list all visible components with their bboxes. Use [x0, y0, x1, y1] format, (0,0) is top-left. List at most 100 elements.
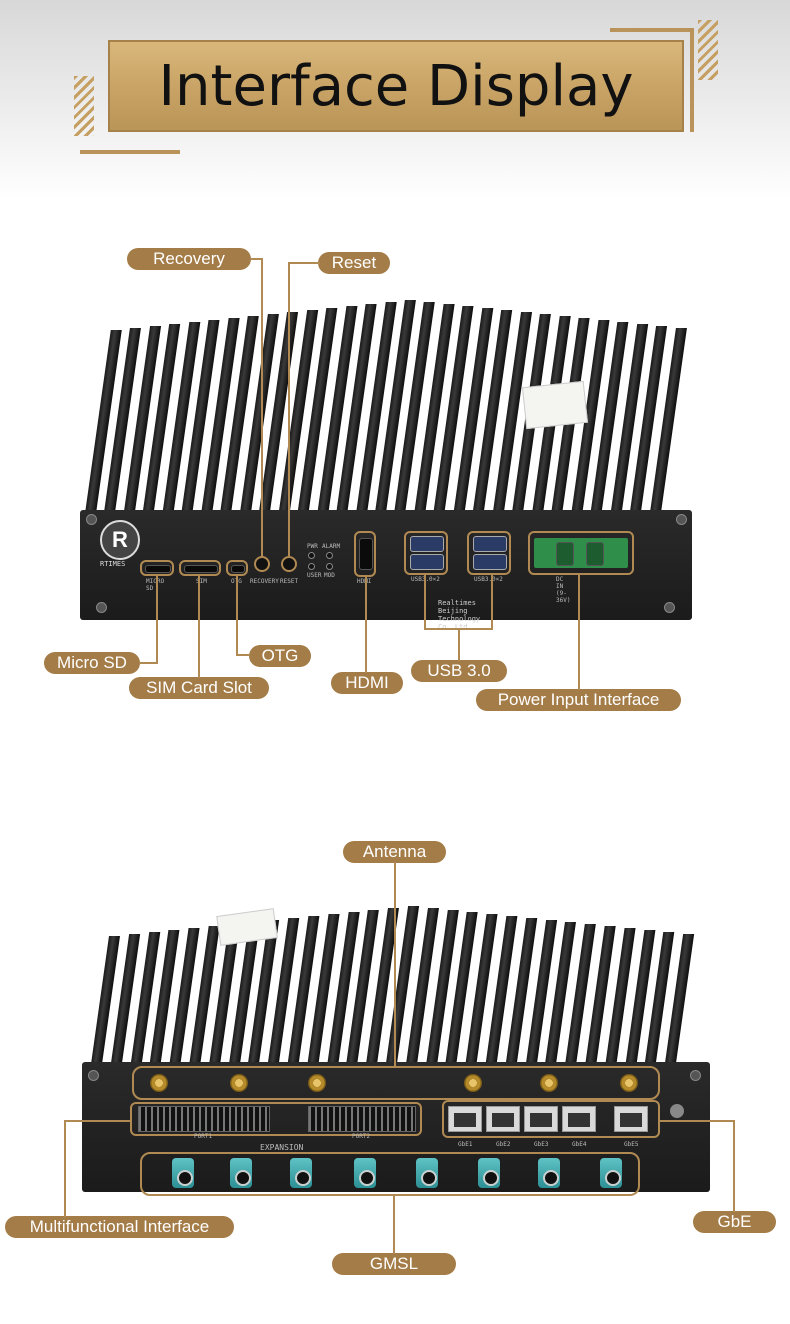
connector-line: [261, 258, 263, 558]
screw: [664, 602, 675, 613]
header-decoration-left: [74, 76, 94, 136]
usb-port: [473, 536, 507, 552]
power-terminal-socket: [556, 542, 574, 566]
connector-line: [491, 575, 493, 630]
led-indicator: [326, 552, 333, 559]
label-otg: OTG: [249, 645, 311, 667]
antenna-connector: [620, 1074, 638, 1092]
hdmi-port: [359, 538, 373, 570]
gmsl-connector: [600, 1158, 622, 1188]
header-decoration-right: [698, 20, 718, 80]
connector-line: [365, 577, 367, 673]
warning-sticker: [521, 380, 589, 430]
brand-logo: R: [100, 520, 140, 560]
reset-text: RESET: [280, 578, 299, 585]
power-terminal-socket: [586, 542, 604, 566]
screw: [690, 1070, 701, 1081]
gbe1-text: GbE1: [458, 1141, 473, 1148]
connector-line: [236, 576, 238, 656]
label-micro-sd: Micro SD: [44, 652, 140, 674]
label-hdmi: HDMI: [331, 672, 403, 694]
gmsl-connector: [538, 1158, 560, 1188]
screw: [96, 602, 107, 613]
label-usb: USB 3.0: [411, 660, 507, 682]
page-title: Interface Display: [158, 53, 634, 119]
gbe2-text: GbE2: [496, 1141, 511, 1148]
label-reset: Reset: [318, 252, 390, 274]
title-banner: [108, 40, 684, 132]
connector-line: [394, 862, 396, 1066]
gbe4-text: GbE4: [572, 1141, 587, 1148]
expansion-port-1: [138, 1106, 270, 1132]
connector-line: [64, 1120, 66, 1217]
connector-line: [660, 1120, 734, 1122]
expansion-port-2: [308, 1106, 416, 1132]
port2-text: PORT2: [352, 1133, 371, 1140]
label-gmsl: GMSL: [332, 1253, 456, 1275]
company-text: Realtimes Beijing Technology Co.,Ltd.: [438, 599, 481, 631]
connector-line: [578, 575, 580, 690]
led-indicator: [326, 563, 333, 570]
gmsl-connector: [172, 1158, 194, 1188]
gmsl-connector: [478, 1158, 500, 1188]
connector-line: [156, 576, 158, 664]
micro-sd-slot: [145, 565, 171, 573]
antenna-connector: [540, 1074, 558, 1092]
recovery-button: [254, 556, 270, 572]
gmsl-connector: [290, 1158, 312, 1188]
label-gbe: GbE: [693, 1211, 776, 1233]
header-frame-corner-right: [610, 28, 694, 132]
sim-text: SIM: [196, 578, 207, 585]
led-indicator: [308, 563, 315, 570]
usb-right-highlight: [467, 531, 511, 575]
usb-port: [473, 554, 507, 570]
port1-text: PORT1: [194, 1133, 213, 1140]
alarm-led-text: ALARM: [322, 543, 341, 550]
label-multifunctional: Multifunctional Interface: [5, 1216, 234, 1238]
connector-line: [458, 628, 460, 661]
screw: [86, 514, 97, 525]
gbe-port: [614, 1106, 648, 1132]
antenna-connector: [230, 1074, 248, 1092]
usb-port: [410, 554, 444, 570]
led-indicator: [308, 552, 315, 559]
antenna-connector: [150, 1074, 168, 1092]
recovery-text: RECOVERY: [250, 578, 279, 585]
sim-slot-highlight: [179, 560, 221, 576]
pwr-led-text: PWR: [307, 543, 318, 550]
label-power-input: Power Input Interface: [476, 689, 681, 711]
mod-led-text: MOD: [324, 572, 335, 579]
usb-right-text: USB3.0×2: [474, 576, 503, 583]
dc-in-text: DC IN (9-36V): [556, 576, 571, 604]
expansion-text: EXPANSION: [260, 1143, 304, 1152]
antenna-connector: [464, 1074, 482, 1092]
gmsl-connector: [354, 1158, 376, 1188]
otg-highlight: [226, 560, 248, 576]
multifunctional-highlight: [130, 1102, 422, 1136]
ground-screw: [670, 1104, 684, 1118]
gmsl-connector: [230, 1158, 252, 1188]
connector-line: [198, 576, 200, 678]
gmsl-highlight: [140, 1152, 640, 1196]
hdmi-text: HDMI: [357, 578, 371, 585]
connector-line: [424, 575, 426, 630]
otg-port: [231, 565, 245, 573]
antenna-connector: [308, 1074, 326, 1092]
power-terminal-block: [534, 538, 628, 568]
reset-button: [281, 556, 297, 572]
connector-line: [64, 1120, 132, 1122]
usb-port: [410, 536, 444, 552]
hdmi-highlight: [354, 531, 376, 577]
gbe5-text: GbE5: [624, 1141, 639, 1148]
brand-text: RTIMES: [100, 560, 126, 568]
gbe-port: [524, 1106, 558, 1132]
gbe-port: [486, 1106, 520, 1132]
label-antenna: Antenna: [343, 841, 446, 863]
connector-line: [393, 1196, 395, 1254]
gmsl-connector: [416, 1158, 438, 1188]
gbe-port: [448, 1106, 482, 1132]
connector-line: [288, 262, 290, 558]
screw: [676, 514, 687, 525]
connector-line: [250, 258, 262, 260]
connector-line: [139, 662, 157, 664]
